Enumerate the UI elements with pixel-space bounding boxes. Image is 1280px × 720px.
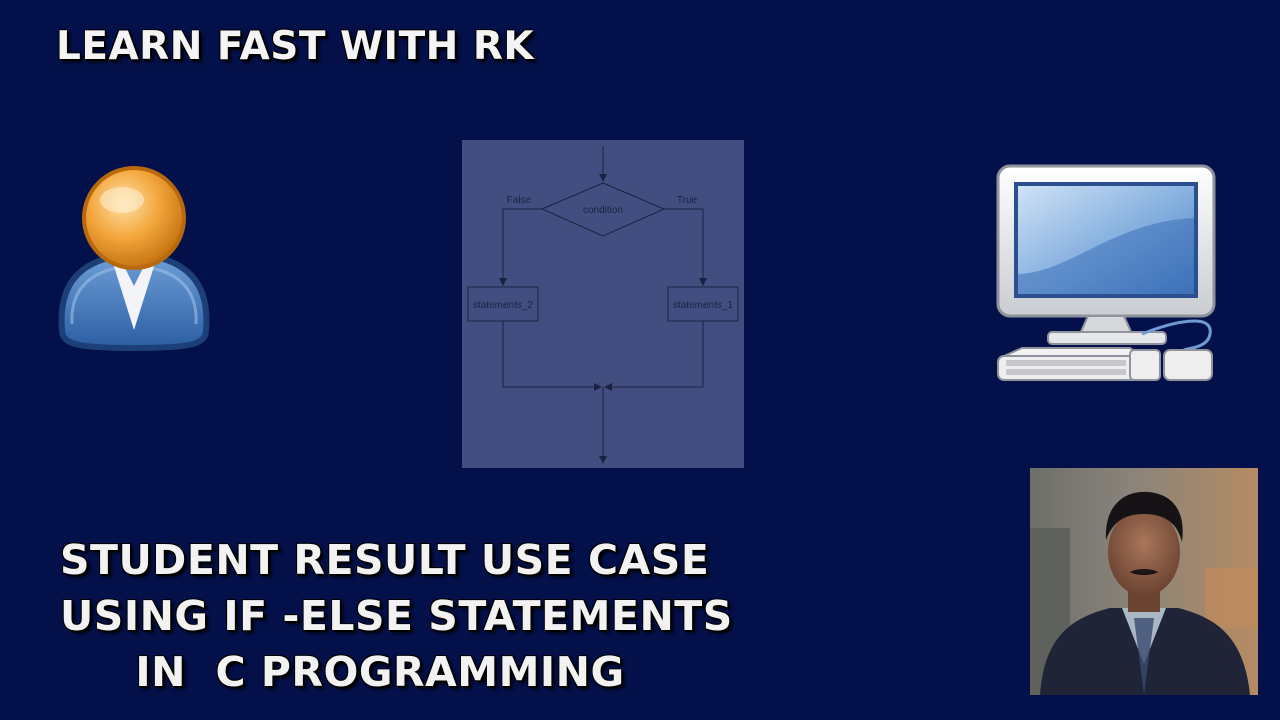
presenter-photo <box>1030 468 1258 695</box>
channel-title: LEARN FAST WITH RK <box>56 24 535 69</box>
true-branch-label: statements_1 <box>673 300 733 311</box>
video-title: STUDENT RESULT USE CASE USING IF -ELSE S… <box>60 532 733 700</box>
true-label: True <box>677 195 698 206</box>
desktop-computer-icon <box>992 162 1220 392</box>
condition-diamond <box>540 182 666 237</box>
false-branch-label: statements_2 <box>473 300 533 311</box>
true-arrow <box>664 208 707 286</box>
title-line-2: USING IF -ELSE STATEMENTS <box>60 592 733 640</box>
condition-label: condition <box>583 205 623 216</box>
user-avatar-icon <box>52 162 216 356</box>
false-arrow <box>499 208 542 286</box>
false-label: False <box>507 195 532 206</box>
title-line-3: IN C PROGRAMMING <box>135 648 625 696</box>
true-merge-arrow <box>604 321 704 391</box>
title-line-1: STUDENT RESULT USE CASE <box>60 536 710 584</box>
if-else-flowchart: condition False True statements_2 statem… <box>462 140 744 468</box>
false-merge-arrow <box>502 321 602 391</box>
